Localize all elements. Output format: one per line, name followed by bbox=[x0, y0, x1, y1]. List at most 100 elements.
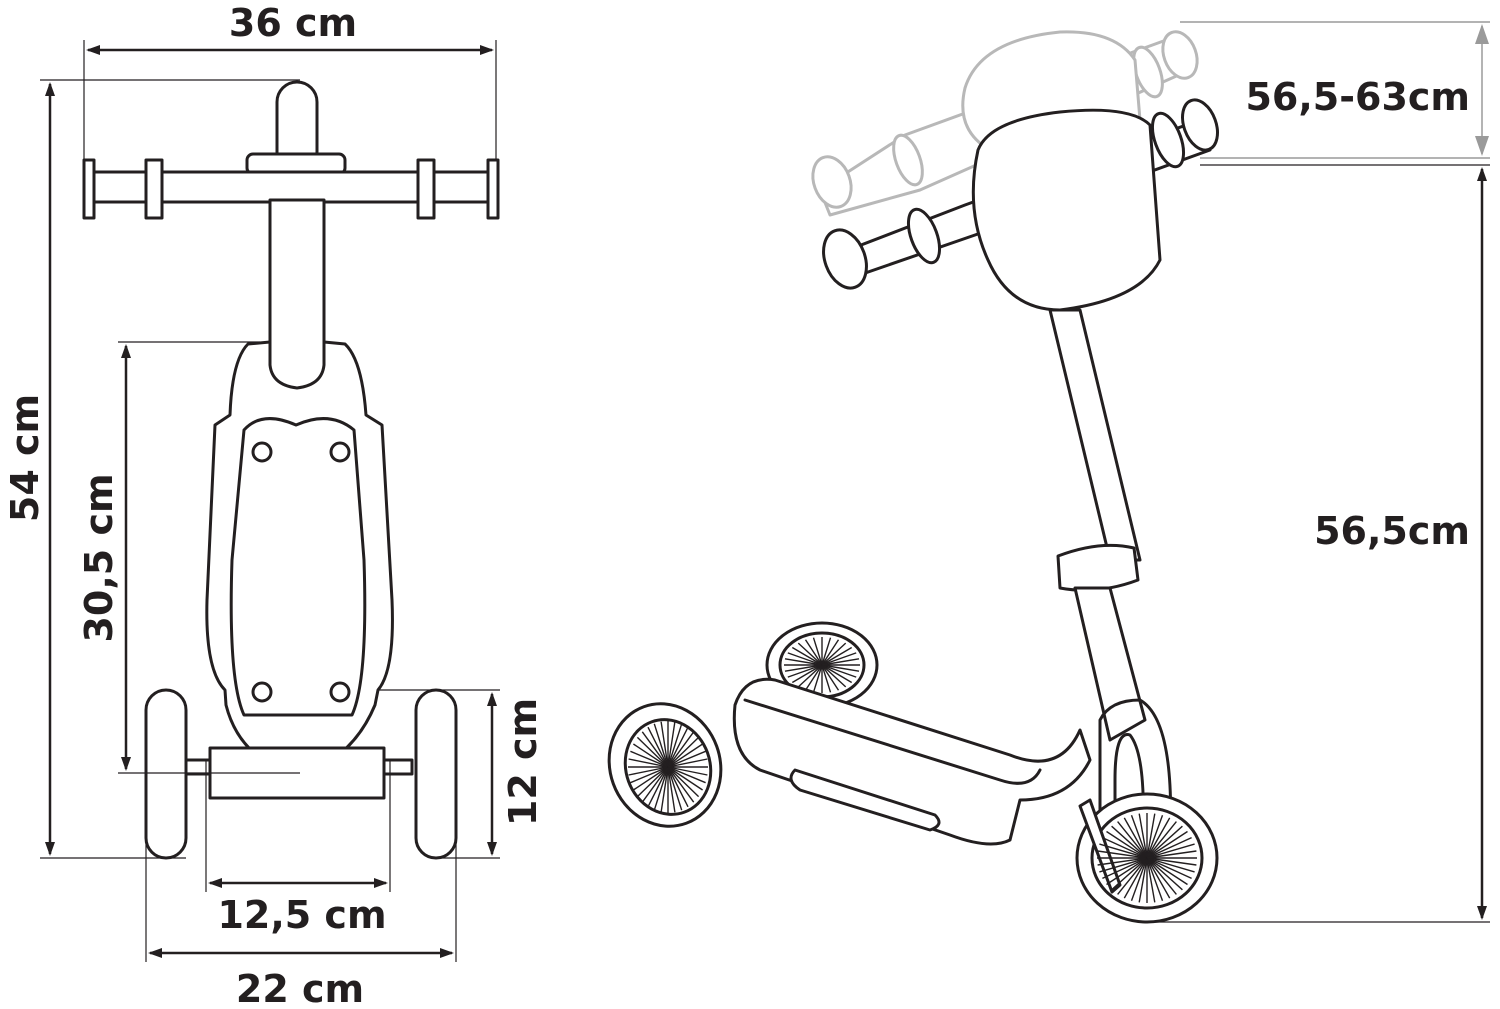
wheel-spoke bbox=[667, 723, 683, 768]
wheel-spoke bbox=[660, 721, 669, 768]
wheel-spoke bbox=[804, 664, 823, 691]
wheel-spoke bbox=[1146, 857, 1183, 891]
wheel-spoke bbox=[784, 658, 823, 666]
wheel-spoke bbox=[821, 664, 860, 672]
wheel-spoke bbox=[804, 639, 823, 666]
wheel-spoke bbox=[1146, 857, 1192, 880]
wheel-spoke bbox=[1138, 813, 1148, 859]
wheel-spoke bbox=[667, 721, 676, 768]
isometric-scooter bbox=[607, 21, 1490, 924]
wheel-spoke bbox=[821, 658, 860, 666]
deck-length-label: 30,5 cm bbox=[77, 473, 121, 642]
wheel-spoke bbox=[1146, 857, 1188, 886]
wheel-spoke bbox=[1146, 813, 1156, 859]
top-view-dimension-lines bbox=[40, 40, 500, 962]
wheel-spoke bbox=[667, 743, 703, 768]
wheel-spoke bbox=[797, 642, 823, 666]
wheel-spoke bbox=[812, 637, 823, 666]
wheel-spoke bbox=[1099, 857, 1148, 873]
wheel-spoke bbox=[797, 664, 823, 688]
wheel-spoke bbox=[633, 766, 669, 791]
wheel-spoke bbox=[821, 642, 847, 666]
wheel-spoke bbox=[1146, 825, 1183, 859]
wheel-spoke bbox=[1106, 830, 1148, 859]
wheel-spoke bbox=[1146, 843, 1195, 859]
wheel-spoke bbox=[821, 664, 857, 678]
wheel-spoke bbox=[1130, 814, 1148, 859]
wheel-spoke bbox=[1146, 857, 1164, 902]
wheel-spoke bbox=[791, 646, 823, 666]
wheel-spoke bbox=[667, 736, 700, 768]
wheel-spoke bbox=[812, 664, 823, 693]
wheel-spokes bbox=[628, 637, 1197, 903]
wheel-spoke bbox=[787, 664, 823, 678]
wheel-spoke bbox=[821, 664, 847, 688]
wheel-spoke bbox=[784, 664, 823, 672]
wheel-spoke bbox=[821, 637, 832, 666]
wheel-spoke bbox=[667, 750, 706, 768]
handlebar-width-label: 36 cm bbox=[229, 1, 357, 45]
wheel-spoke bbox=[1146, 857, 1177, 895]
wheel-spoke bbox=[1146, 857, 1195, 873]
wheel-spoke bbox=[1097, 857, 1148, 866]
handlebar-base-height-label: 56,5cm bbox=[1314, 509, 1470, 553]
wheel-spoke bbox=[647, 726, 669, 768]
wheel-spoke bbox=[1106, 857, 1148, 886]
wheel-spoke bbox=[791, 664, 823, 684]
wheel-length-label: 12 cm bbox=[501, 698, 545, 826]
wheel-spoke bbox=[653, 766, 669, 811]
wheel-spoke bbox=[1102, 836, 1148, 859]
wheel-spoke bbox=[647, 766, 669, 808]
rear-track-width-label: 22 cm bbox=[236, 967, 364, 1009]
wheel-spoke bbox=[1146, 857, 1171, 899]
wheel-spoke bbox=[628, 758, 669, 768]
wheel-spoke bbox=[821, 652, 857, 666]
side-view-dimension-lines bbox=[1150, 164, 1490, 923]
wheel-spoke bbox=[636, 766, 669, 798]
wheel-spoke bbox=[787, 652, 823, 666]
wheel-spoke bbox=[667, 766, 708, 776]
wheel-spoke bbox=[667, 766, 676, 813]
wheel-spoke bbox=[667, 726, 689, 768]
wheel-spoke bbox=[667, 766, 683, 811]
wheel-spoke bbox=[1111, 825, 1148, 859]
wheel-spoke bbox=[667, 766, 695, 803]
wheel-spoke bbox=[1146, 857, 1197, 866]
wheel-spoke bbox=[1146, 821, 1177, 859]
wheel-spoke bbox=[821, 664, 853, 684]
wheel-spoke bbox=[641, 766, 669, 803]
wheel-spoke bbox=[821, 639, 840, 666]
wheel-spoke bbox=[1097, 850, 1148, 859]
wheel-spoke bbox=[641, 731, 669, 768]
wheel-spoke bbox=[1130, 857, 1148, 902]
wheel-spoke bbox=[667, 758, 708, 768]
deck-width-label: 12,5 cm bbox=[217, 893, 386, 937]
wheel-spoke bbox=[821, 664, 832, 693]
wheel-spoke bbox=[667, 766, 706, 784]
wheel-spoke bbox=[660, 766, 669, 813]
wheel-spoke bbox=[1123, 817, 1148, 859]
wheel-spoke bbox=[653, 723, 669, 768]
wheel-spoke bbox=[821, 664, 840, 691]
wheel-spoke bbox=[1111, 857, 1148, 891]
wheel-spoke bbox=[628, 766, 669, 776]
wheel-spoke bbox=[1146, 857, 1156, 903]
total-height-label: 54 cm bbox=[3, 394, 47, 522]
wheel-spoke bbox=[667, 731, 695, 768]
wheel-spoke bbox=[821, 646, 853, 666]
wheel-spoke bbox=[1146, 850, 1197, 859]
wheel-spoke bbox=[1146, 830, 1188, 859]
wheel-spoke bbox=[667, 766, 703, 791]
wheel-spoke bbox=[1146, 817, 1171, 859]
wheel-spoke bbox=[1146, 836, 1192, 859]
wheel-spoke bbox=[636, 736, 669, 768]
wheel-spoke bbox=[1146, 814, 1164, 859]
wheel-spoke bbox=[1102, 857, 1148, 880]
wheel-spoke bbox=[667, 766, 689, 808]
wheel-spoke bbox=[630, 766, 669, 784]
top-view-scooter bbox=[82, 80, 500, 860]
wheel-spoke bbox=[1123, 857, 1148, 899]
wheel-spoke bbox=[633, 743, 669, 768]
wheel-spoke bbox=[1099, 843, 1148, 859]
